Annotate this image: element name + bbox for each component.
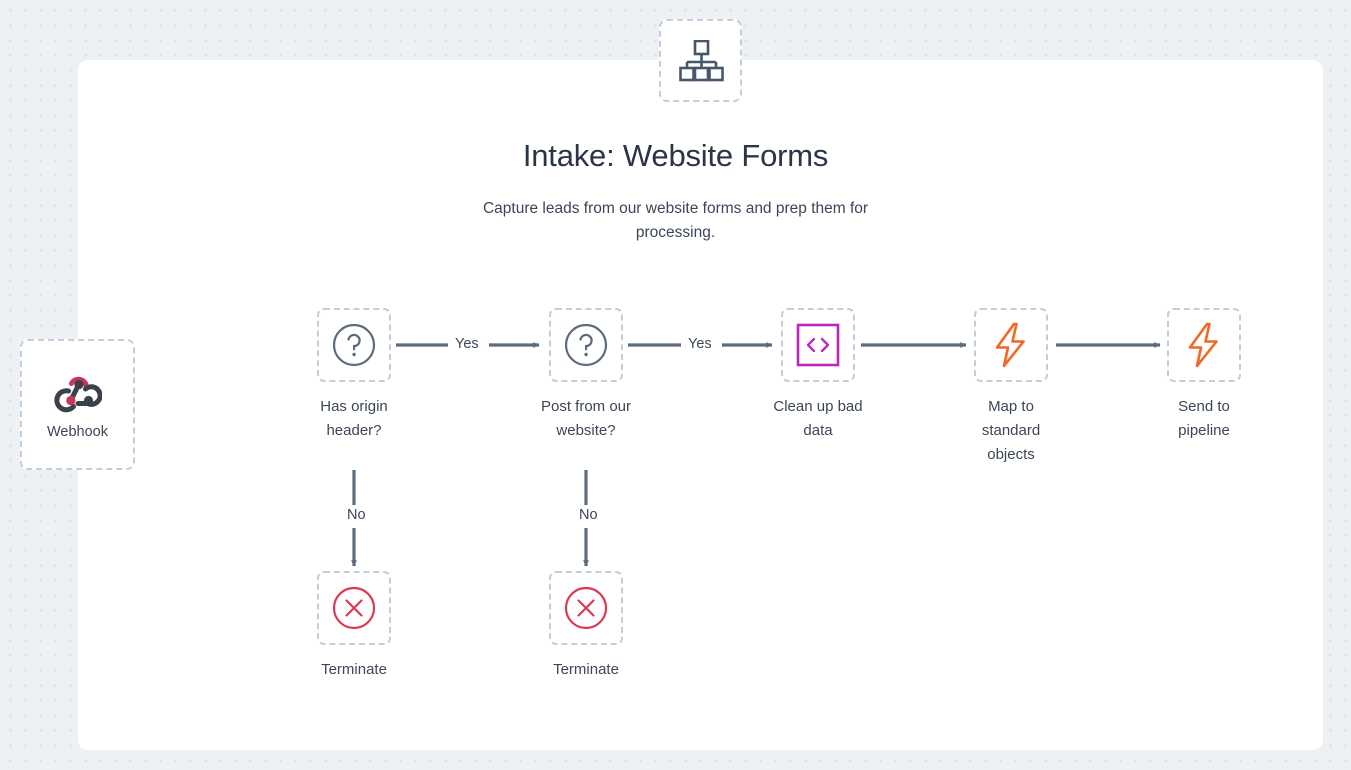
question-icon — [332, 323, 376, 367]
node-terminate-2[interactable]: Terminate — [549, 571, 656, 682]
terminate-icon — [564, 586, 608, 630]
edge-label-website-no: No — [576, 507, 601, 523]
lightning-icon — [995, 322, 1025, 368]
node-terminate-1-label: Terminate — [321, 661, 387, 678]
node-terminate-1-box[interactable] — [317, 571, 391, 645]
question-icon — [564, 323, 608, 367]
node-terminate-2-box[interactable] — [549, 571, 623, 645]
webhook-trigger-node[interactable]: Webhook — [20, 339, 135, 470]
node-post-from-website[interactable]: Post from our website? — [541, 308, 656, 443]
node-send-to-pipeline-box[interactable] — [1167, 308, 1241, 382]
node-post-from-website-label: Post from our website? — [540, 398, 632, 439]
node-clean-up-bad-data-box[interactable] — [781, 308, 855, 382]
webhook-icon — [53, 376, 102, 413]
node-terminate-1[interactable]: Terminate — [317, 571, 424, 682]
node-post-from-website-box[interactable] — [549, 308, 623, 382]
node-map-to-standard-objects-box[interactable] — [974, 308, 1048, 382]
flow-canvas-card — [78, 60, 1323, 750]
node-has-origin-header[interactable]: Has origin header? — [317, 308, 424, 443]
node-map-to-standard-objects[interactable]: Map to standard objects — [974, 308, 1081, 467]
node-clean-up-bad-data-label: Clean up bad data — [773, 398, 863, 439]
page-subtitle: Capture leads from our website forms and… — [482, 200, 869, 241]
terminate-icon — [332, 586, 376, 630]
edge-label-origin-yes: Yes — [452, 336, 482, 352]
node-clean-up-bad-data[interactable]: Clean up bad data — [773, 308, 888, 443]
lightning-icon — [1188, 322, 1218, 368]
code-icon — [796, 323, 840, 367]
org-chart-icon — [659, 19, 742, 102]
node-send-to-pipeline[interactable]: Send to pipeline — [1167, 308, 1274, 443]
edge-label-website-yes: Yes — [685, 336, 715, 352]
page-title: Intake: Website Forms — [522, 138, 829, 173]
webhook-trigger-label: Webhook — [47, 424, 108, 440]
node-terminate-2-label: Terminate — [553, 661, 619, 678]
node-map-to-standard-objects-label: Map to standard objects — [981, 398, 1041, 463]
node-send-to-pipeline-label: Send to pipeline — [1178, 398, 1230, 439]
edge-label-origin-no: No — [344, 507, 369, 523]
node-has-origin-header-label: Has origin header? — [320, 398, 388, 439]
node-has-origin-header-box[interactable] — [317, 308, 391, 382]
